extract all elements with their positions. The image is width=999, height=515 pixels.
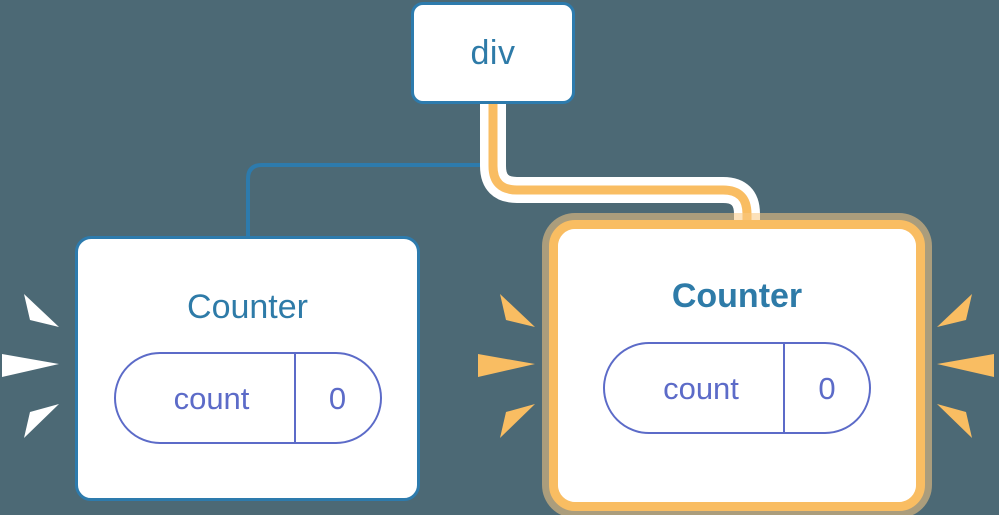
node-div-label: div — [470, 34, 516, 72]
state-key: count — [663, 370, 739, 406]
node-counter-right[interactable]: Counter count 0 — [549, 220, 925, 511]
edge-root-to-counter-left — [246, 102, 494, 240]
sparkle-burst-right-outer — [932, 282, 994, 450]
sparkle-ray-lower — [500, 404, 535, 438]
sparkle-ray-middle — [2, 354, 59, 377]
sparkle-burst-left-outer — [2, 282, 64, 450]
node-counter-right-label: Counter — [671, 277, 803, 315]
sparkle-ray-upper — [24, 294, 59, 327]
node-counter-left[interactable]: Counter count 0 — [75, 236, 420, 501]
sparkle-ray-middle — [478, 354, 535, 377]
edge-root-to-counter-right — [488, 104, 752, 236]
sparkle-ray-lower — [24, 404, 59, 438]
state-key: count — [173, 380, 250, 416]
node-counter-left-label: Counter — [187, 288, 308, 326]
node-div[interactable]: div — [411, 2, 575, 104]
sparkle-ray-upper — [500, 294, 535, 327]
state-value: 0 — [293, 354, 380, 442]
edge-root-to-counter-right-halo — [480, 104, 760, 236]
state-pill-counter-right: count 0 — [603, 342, 871, 434]
state-pill-counter-left: count 0 — [113, 352, 382, 444]
sparkle-burst-right-inner — [478, 282, 540, 450]
sparkle-ray-lower — [937, 404, 972, 438]
state-value: 0 — [783, 344, 869, 432]
sparkle-ray-upper — [937, 294, 972, 327]
sparkle-ray-middle — [937, 354, 994, 377]
